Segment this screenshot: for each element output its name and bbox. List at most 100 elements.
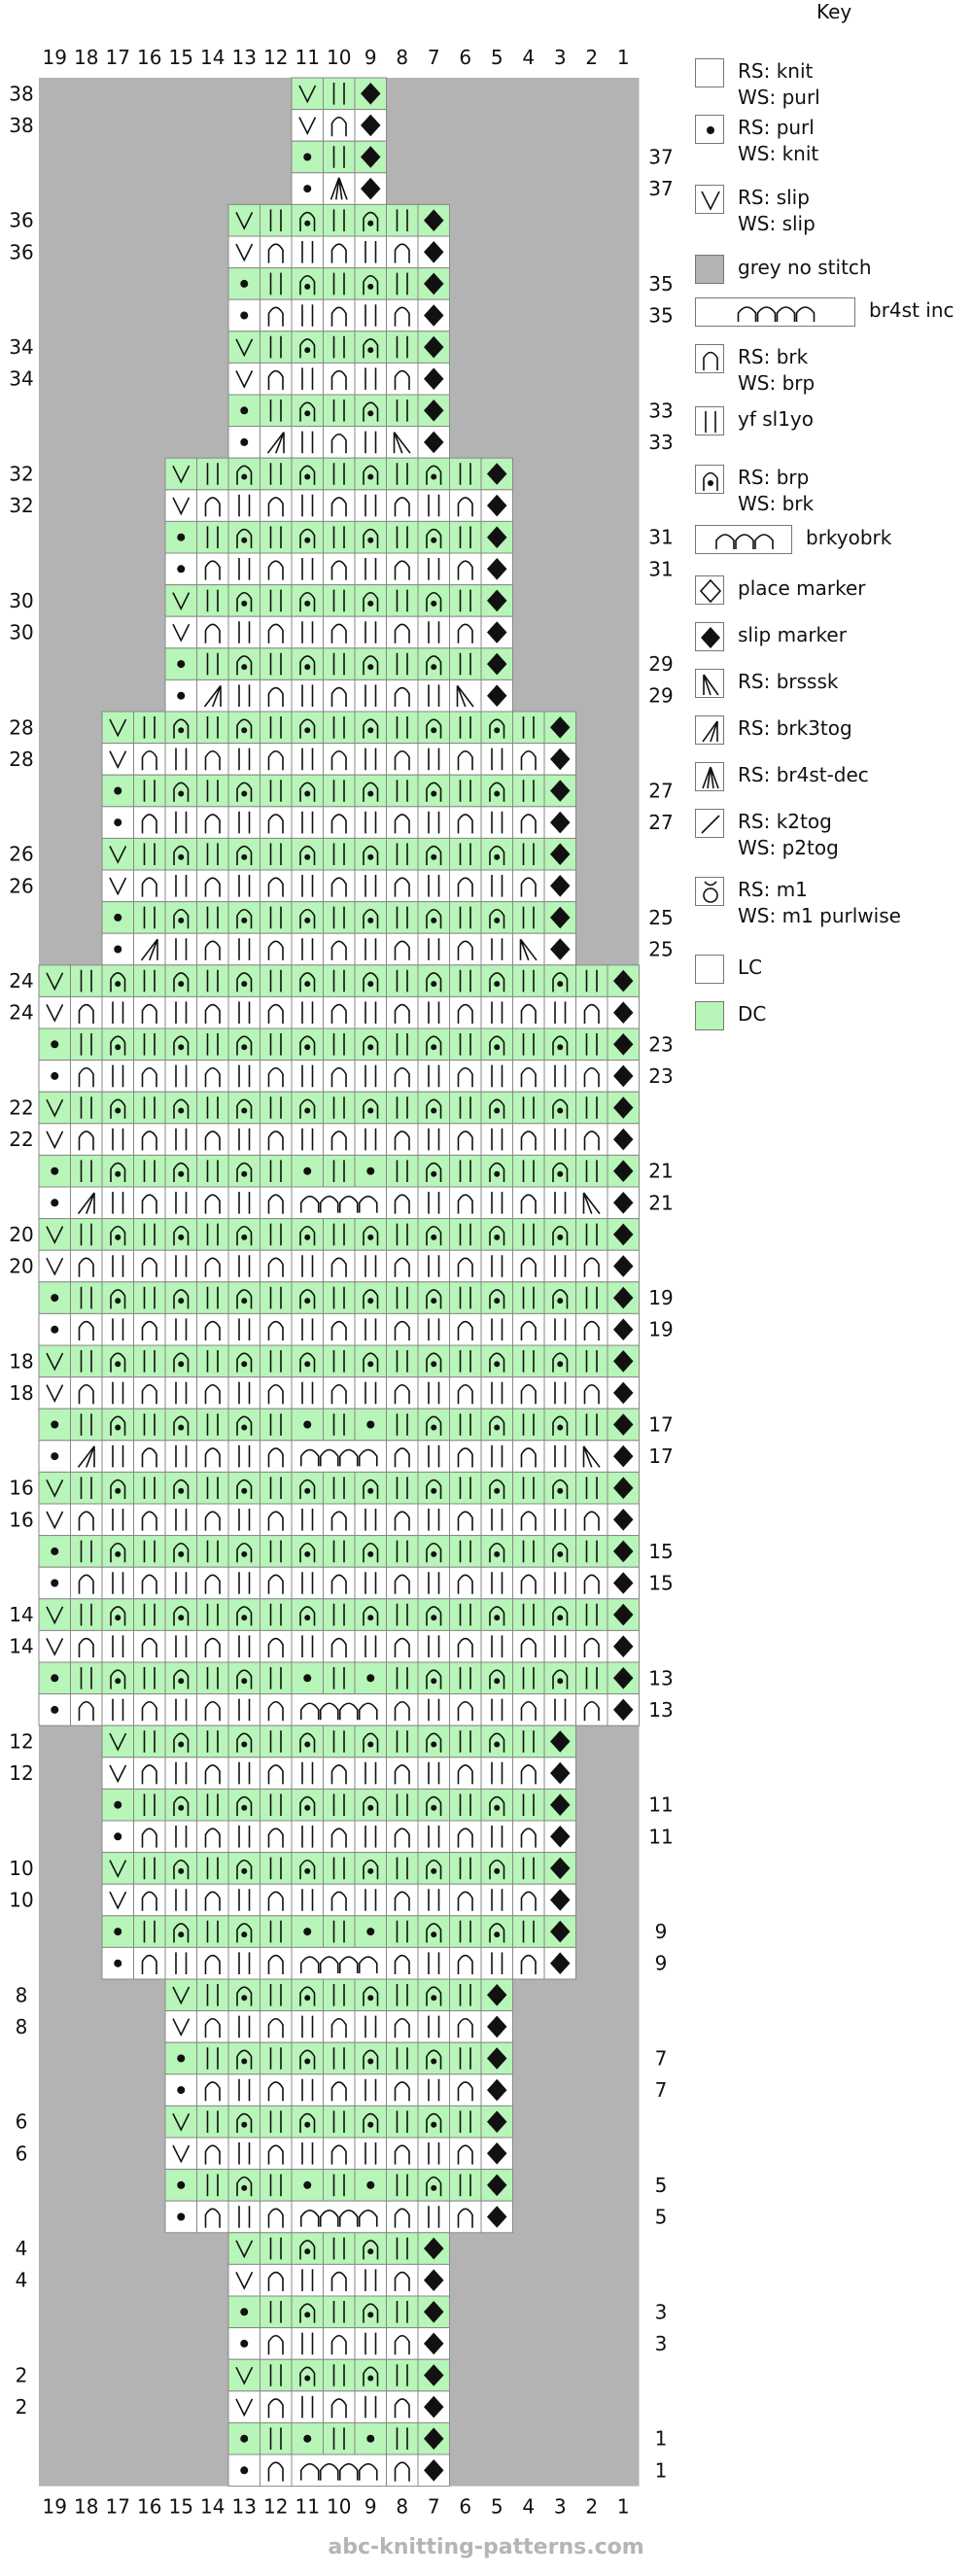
- cell-slip: [291, 109, 324, 142]
- cell-brp: [354, 331, 387, 364]
- cell-yf: [449, 647, 482, 680]
- cell-slip: [164, 2010, 197, 2043]
- cell-brk: [575, 1566, 608, 1600]
- legend-swatch-brkyobrk-icon: [695, 525, 792, 554]
- cell-yf: [227, 1249, 260, 1283]
- cell-slip: [38, 964, 71, 997]
- legend-label: slip marker: [738, 623, 847, 646]
- cell-brk: [512, 1376, 545, 1410]
- cell-brk: [260, 1376, 293, 1410]
- row-label-left: 4: [16, 2269, 28, 2292]
- cell-br4st-inc: [291, 1186, 387, 1220]
- cell-yf: [512, 1281, 545, 1314]
- col-label-bottom-10: 10: [327, 2495, 351, 2519]
- cell-brk: [323, 679, 356, 713]
- row-label-right: 11: [648, 1793, 673, 1817]
- cell-brk: [260, 932, 293, 966]
- row-label-left: 30: [9, 621, 33, 644]
- cell-yf: [417, 869, 450, 903]
- legend-swatch-slipmarker-icon: [695, 622, 724, 651]
- cell-brk: [260, 869, 293, 903]
- row-label-left: 24: [9, 969, 33, 992]
- cell-yf: [480, 806, 513, 839]
- cell-yf: [480, 1376, 513, 1410]
- cell-brp: [354, 584, 387, 617]
- cell-yf: [386, 584, 419, 617]
- chart-row-39: [38, 1281, 640, 1314]
- legend-item-yfsl1yo: yf sl1yo: [695, 406, 814, 435]
- cell-brk: [386, 1440, 419, 1473]
- chart-row-5: [227, 203, 450, 237]
- row-label-left: 20: [9, 1255, 33, 1278]
- cell-yf: [386, 1788, 419, 1822]
- legend-swatch-br4stinc-icon: [695, 297, 855, 327]
- cell-yf: [260, 1598, 293, 1631]
- cell-yf: [70, 964, 103, 997]
- cell-brp: [543, 1218, 576, 1251]
- cell-yf: [164, 1376, 197, 1410]
- cell-brk: [260, 2073, 293, 2106]
- cell-brk: [386, 2010, 419, 2043]
- cell-brk: [196, 806, 229, 839]
- legend-item-br4stinc: br4st inc: [695, 297, 955, 327]
- cell-brk: [323, 2137, 356, 2171]
- cell-slip: [227, 331, 260, 364]
- cell-yf: [291, 1503, 324, 1537]
- cell-yf: [291, 2263, 324, 2297]
- col-label-top-14: 14: [200, 46, 225, 69]
- cell-yf: [70, 1281, 103, 1314]
- chart-row-34: [38, 1123, 640, 1156]
- cell-yf: [70, 1535, 103, 1568]
- cell-brk: [323, 552, 356, 586]
- cell-slip: [164, 489, 197, 522]
- cell-yf: [101, 1566, 134, 1600]
- cell-yf: [323, 1154, 356, 1188]
- cell-brk: [133, 1629, 166, 1663]
- cell-br4stdec: [323, 172, 356, 205]
- cell-yf: [133, 1091, 166, 1125]
- row-label-right: 5: [655, 2206, 668, 2229]
- cell-yf: [291, 743, 324, 776]
- row-label-left: 8: [16, 1983, 28, 2006]
- cell-yf: [101, 1186, 134, 1220]
- cell-yf: [417, 932, 450, 966]
- legend-item-brp: RS: brp WS: brk: [695, 465, 814, 517]
- cell-yf: [260, 2358, 293, 2392]
- cell-yf: [133, 1535, 166, 1568]
- cell-yf: [512, 1408, 545, 1442]
- cell-brk: [70, 1503, 103, 1537]
- cell-brk: [260, 489, 293, 522]
- cell-yf: [323, 1724, 356, 1758]
- cell-brk: [386, 1757, 419, 1790]
- cell-yf: [164, 1693, 197, 1726]
- chart-row-28: [101, 932, 576, 966]
- cell-slip: [227, 235, 260, 269]
- cell-yf: [323, 77, 356, 111]
- cell-yf: [291, 489, 324, 522]
- cell-yf: [354, 1566, 387, 1600]
- cell-yf: [291, 1123, 324, 1156]
- cell-brp: [101, 1027, 134, 1062]
- cell-brk: [260, 2263, 293, 2297]
- cell-yf: [291, 806, 324, 839]
- col-label-bottom-19: 19: [43, 2495, 67, 2519]
- cell-yf: [386, 1724, 419, 1758]
- cell-yf: [449, 1408, 482, 1442]
- cell-yf: [386, 457, 419, 491]
- cell-yf: [386, 964, 419, 997]
- cell-brk: [512, 1946, 545, 1980]
- cell-yf: [323, 1915, 356, 1948]
- cell-yf: [417, 1820, 450, 1854]
- cell-brk: [323, 2390, 356, 2423]
- cell-brk: [260, 1186, 293, 1220]
- col-label-top-13: 13: [232, 46, 257, 69]
- legend-item-k2tog: RS: k2tog WS: p2tog: [695, 809, 839, 861]
- cell-yf: [291, 2010, 324, 2043]
- row-label-left: 32: [9, 463, 33, 486]
- cell-yf: [323, 2041, 356, 2075]
- cell-yf: [512, 1598, 545, 1631]
- cell-slip: [164, 615, 197, 649]
- row-label-left: 10: [9, 1857, 33, 1880]
- row-label-right: 1: [655, 2427, 668, 2451]
